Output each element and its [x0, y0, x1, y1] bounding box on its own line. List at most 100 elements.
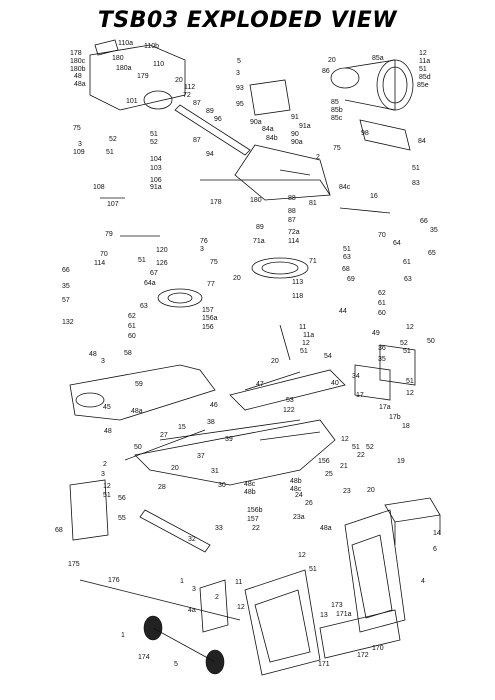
- part-callout: 71: [309, 258, 317, 265]
- part-callout: 12: [237, 604, 245, 611]
- part-callout: 1: [180, 578, 184, 585]
- part-callout: 90a: [250, 119, 262, 126]
- part-callout: 15: [178, 424, 186, 431]
- part-callout: 20: [367, 487, 375, 494]
- part-callout: 27: [160, 432, 168, 439]
- part-callout: 103: [150, 165, 162, 172]
- part-callout: 84c: [339, 184, 351, 191]
- part-callout: 126: [156, 260, 168, 267]
- part-callout: 48: [104, 428, 112, 435]
- part-callout: 48b: [290, 478, 302, 485]
- part-callout: 63: [140, 303, 148, 310]
- part-callout: 180b: [70, 66, 86, 73]
- part-callout: 4: [421, 578, 425, 585]
- part-callout: 64: [393, 240, 401, 247]
- part-callout: 22: [252, 525, 260, 532]
- part-callout: 71a: [253, 238, 265, 245]
- part-callout: 51: [103, 492, 111, 499]
- part-callout: 91a: [299, 123, 311, 130]
- part-callout: 91a: [150, 184, 162, 191]
- diagram-title: TSB03 EXPLODED VIEW: [97, 8, 398, 33]
- wheels-axle: [79, 579, 241, 675]
- part-callout: 180a: [116, 65, 132, 72]
- part-callout: 62: [378, 290, 386, 297]
- part-callout: 101: [126, 98, 138, 105]
- part-callout: 60: [128, 333, 136, 340]
- part-callout: 61: [378, 300, 386, 307]
- part-callout: 51: [150, 131, 158, 138]
- part-callout: 85b: [331, 107, 343, 114]
- part-callout: 5: [237, 58, 241, 65]
- part-callout: 66: [420, 218, 428, 225]
- part-callout: 35: [62, 283, 70, 290]
- part-callout: 12: [298, 552, 306, 559]
- vise-assembly: [229, 344, 416, 411]
- part-callout: 52: [400, 340, 408, 347]
- part-callout: 5: [174, 661, 178, 668]
- part-callout: 85: [331, 99, 339, 106]
- part-callout: 156: [318, 458, 330, 465]
- part-callout: 70: [378, 232, 386, 239]
- part-callout: 63: [343, 254, 351, 261]
- part-callout: 51: [412, 165, 420, 172]
- part-callout: 84b: [266, 135, 278, 142]
- part-callout: 75: [210, 259, 218, 266]
- part-callout: 45: [103, 404, 111, 411]
- part-callout: 51: [300, 348, 308, 355]
- part-callout: 25: [325, 471, 333, 478]
- part-callout: 35: [430, 227, 438, 234]
- part-callout: 39: [225, 436, 233, 443]
- part-callout: 180: [112, 55, 124, 62]
- part-callout: 67: [150, 270, 158, 277]
- part-callout: 157: [247, 516, 259, 523]
- part-callout: 85d: [419, 74, 431, 81]
- part-callout: 3: [192, 586, 196, 593]
- part-callout: 172: [357, 652, 369, 659]
- part-callout: 52: [150, 139, 158, 146]
- part-callout: 85e: [417, 82, 429, 89]
- part-callout: 51: [106, 149, 114, 156]
- part-callout: 68: [342, 266, 350, 273]
- drawing-layer: [69, 39, 441, 676]
- part-callout: 118: [292, 293, 303, 300]
- part-callout: 3: [236, 70, 240, 77]
- part-callout: 87: [193, 100, 201, 107]
- part-callout: 22: [357, 452, 365, 459]
- part-callout: 88: [288, 208, 296, 215]
- part-callout: 48a: [320, 525, 332, 532]
- part-callout: 95: [236, 101, 244, 108]
- part-callout: 89: [206, 108, 214, 115]
- part-callout: 28: [158, 484, 166, 491]
- part-callout: 56: [118, 495, 126, 502]
- part-callout: 175: [68, 561, 80, 568]
- part-callout: 20: [328, 57, 336, 64]
- part-callout: 170: [372, 645, 384, 652]
- part-callout: 98: [361, 130, 369, 137]
- part-callout: 51: [403, 348, 411, 355]
- part-callout: 178: [210, 199, 222, 206]
- part-callout: 86: [322, 68, 330, 75]
- part-callout: 2: [103, 461, 107, 468]
- part-callout: 180c: [70, 58, 86, 65]
- part-callout: 17: [356, 392, 364, 399]
- part-callout: 69: [347, 276, 355, 283]
- part-callout: 51: [309, 566, 317, 573]
- part-callout: 1: [121, 632, 125, 639]
- part-callout: 47: [256, 381, 264, 388]
- part-callout: 87: [193, 137, 201, 144]
- part-callout: 20: [271, 358, 279, 365]
- part-callout: 23a: [293, 514, 305, 521]
- part-callout: 20: [171, 465, 179, 472]
- part-callout: 156b: [247, 507, 263, 514]
- part-callout: 120: [156, 247, 168, 254]
- part-callout: 24: [295, 492, 303, 499]
- part-callout: 65: [428, 250, 436, 257]
- part-callout: 61: [128, 323, 136, 330]
- part-callout: 12: [406, 390, 414, 397]
- part-callout: 51: [138, 257, 146, 264]
- part-callout: 2: [316, 154, 320, 161]
- part-callout: 84a: [262, 126, 274, 133]
- part-callout: 51: [352, 444, 360, 451]
- part-callout: 12: [302, 340, 310, 347]
